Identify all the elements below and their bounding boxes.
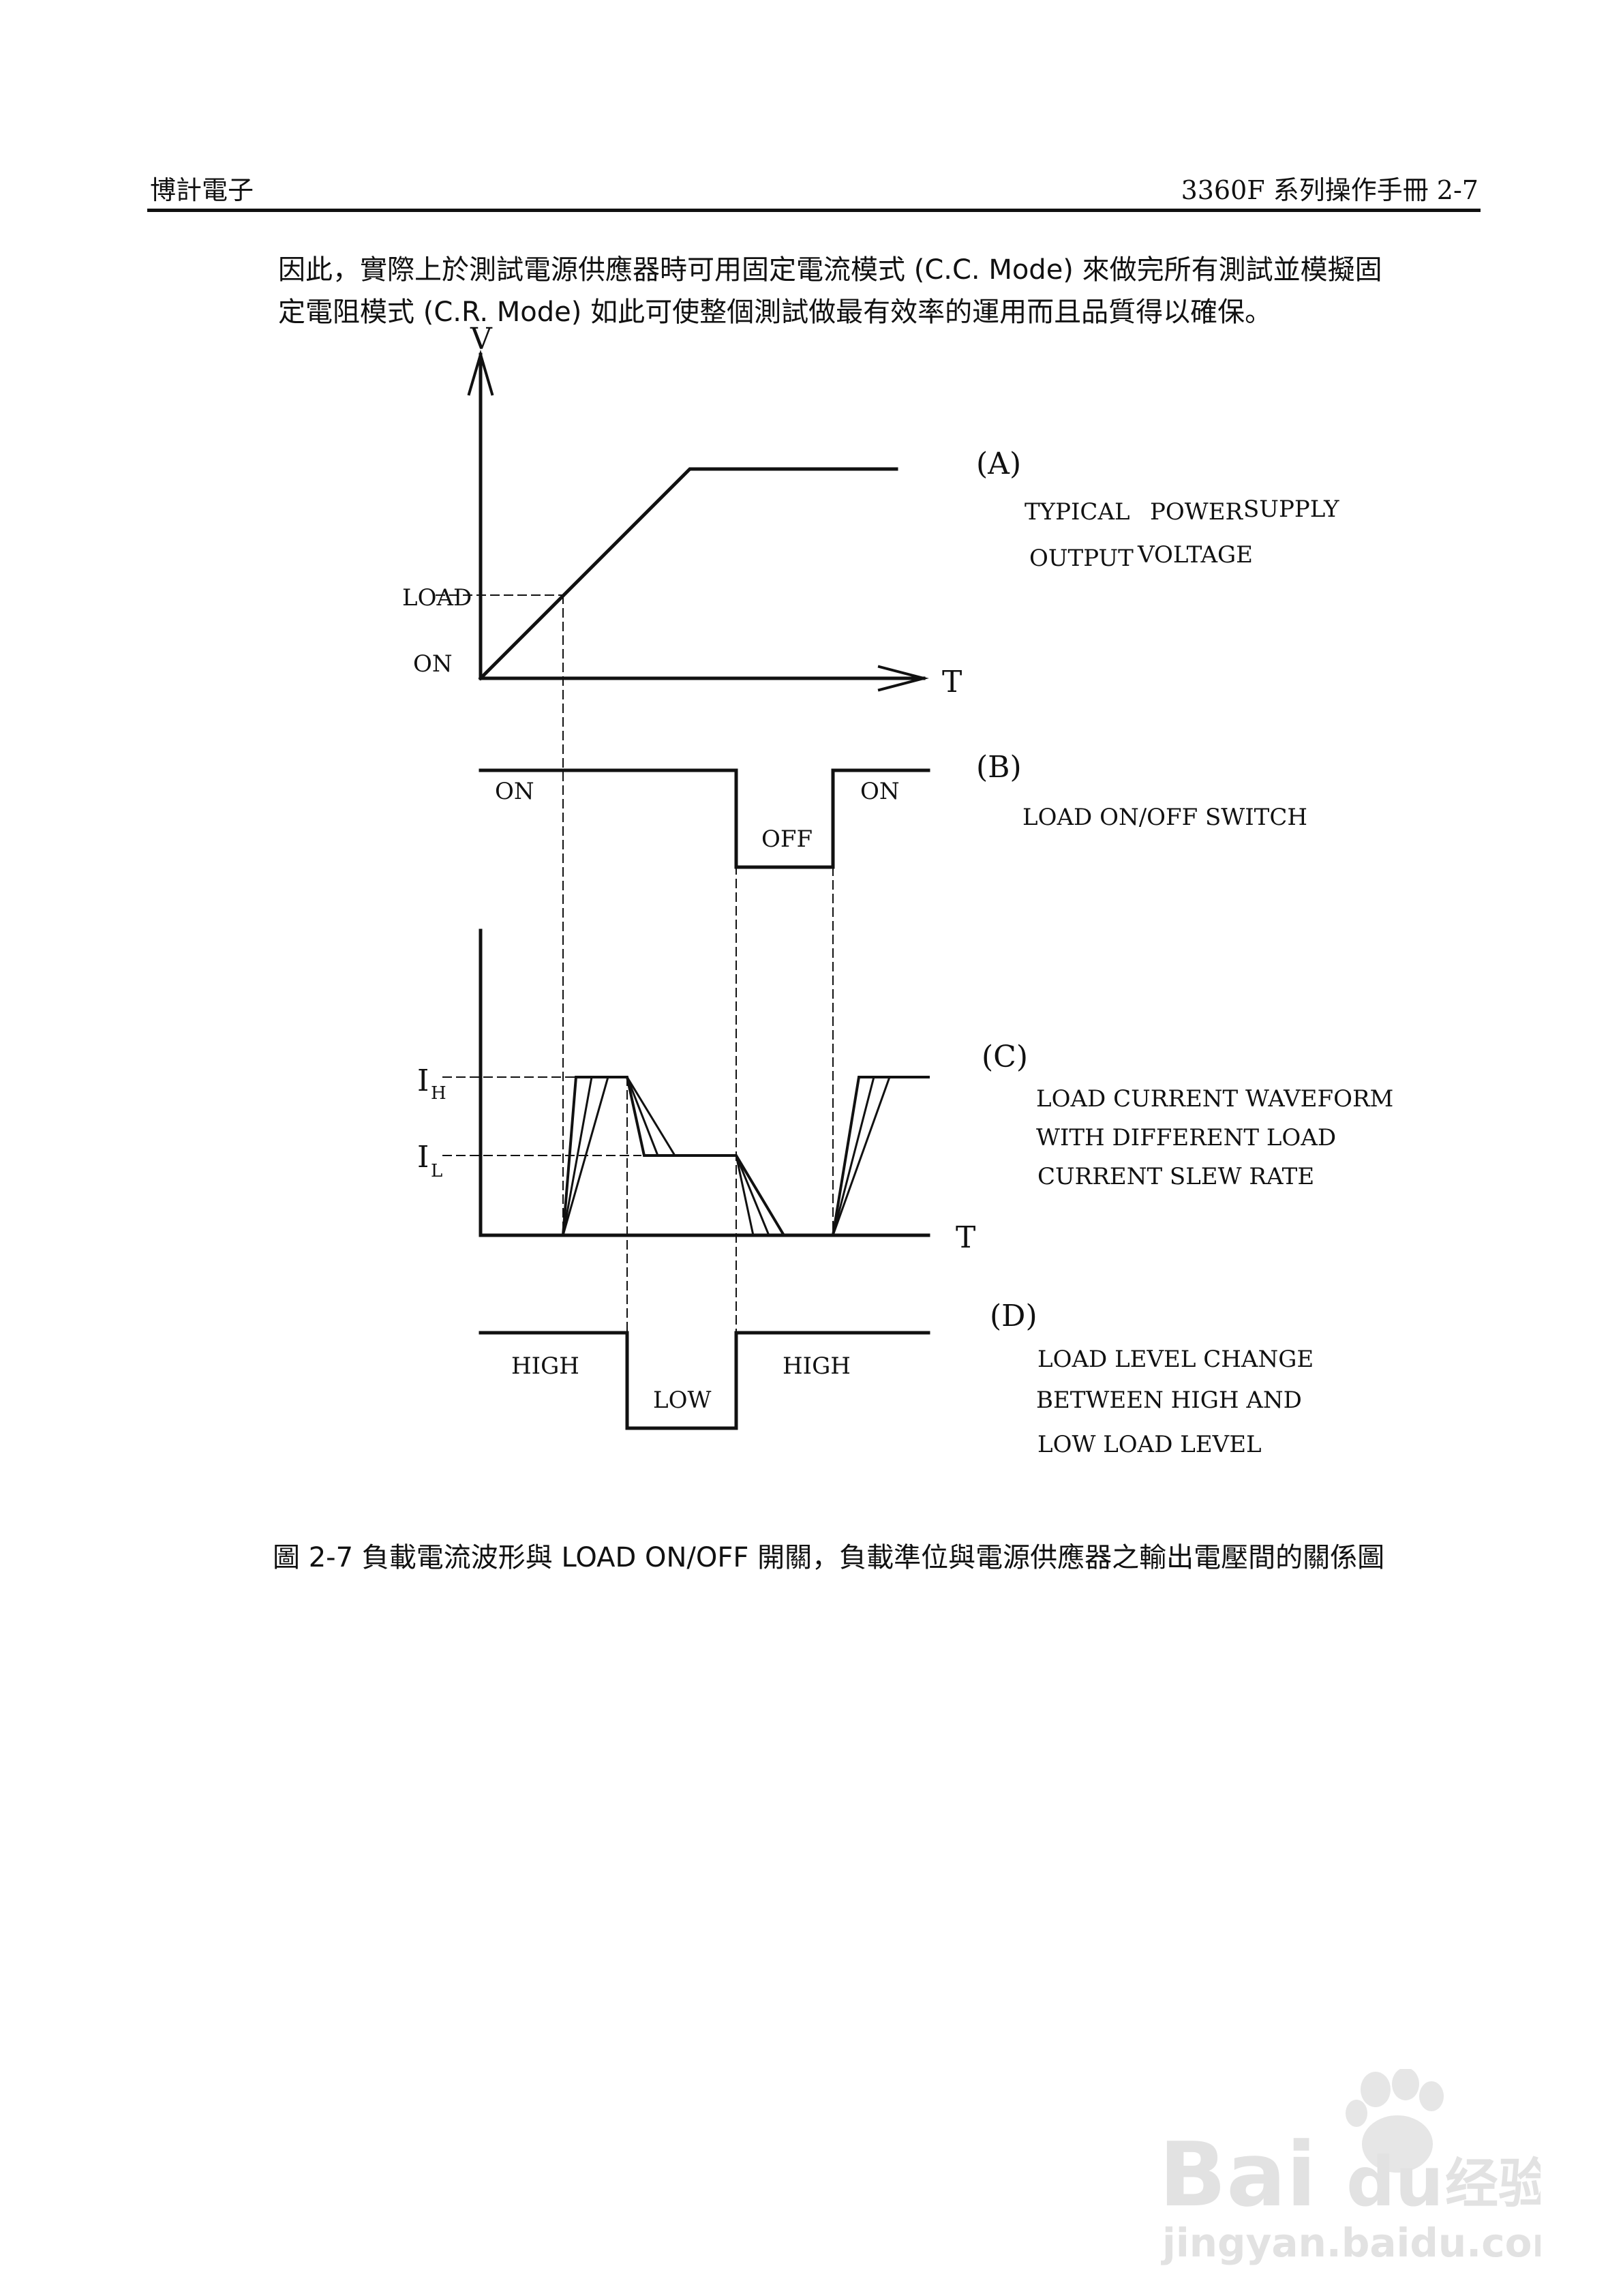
header-manual-title: 3360F 系列操作手冊 2-7 (1181, 175, 1478, 205)
panel-d-desc-2: BETWEEN HIGH AND (1036, 1387, 1302, 1414)
panel-d-low-label: LOW (653, 1387, 711, 1414)
panel-a-desc-power: POWER (1150, 498, 1244, 526)
panel-c-fall-slew-3 (625, 1075, 677, 1158)
watermark-brand: Bai (1159, 2123, 1316, 2226)
panel-b-off-label: OFF (761, 826, 813, 853)
baidu-watermark: Bai du 经验 jingyan.baidu.com (1159, 2069, 1541, 2266)
panel-a-desc-output: OUTPUT (1029, 545, 1134, 572)
panel-c-off-slew-1 (735, 1154, 755, 1237)
panel-a-tag: (A) (976, 447, 1021, 481)
watermark-url: jingyan.baidu.com (1161, 2220, 1541, 2266)
panel-a-v-label: V (470, 322, 493, 357)
intro-line-1: 因此，實際上於測試電源供應器時可用固定電流模式 (C.C. Mode) 來做完所… (278, 254, 1382, 286)
panel-c-rise-slew-3 (562, 1076, 609, 1237)
panel-b-on-right-label: ON (860, 778, 900, 805)
watermark-brand-2: du (1346, 2142, 1444, 2222)
alignment-dashes (562, 594, 834, 1333)
panel-b-desc: LOAD ON/OFF SWITCH (1022, 804, 1307, 831)
panel-c-off-slew-2 (735, 1154, 770, 1237)
header-company: 博計電子 (150, 175, 254, 205)
panel-c-current-main (561, 1076, 930, 1237)
panel-c-ih-subscript: H (431, 1083, 446, 1104)
figure-caption: 圖 2-7 負載電流波形與 LOAD ON/OFF 開關，負載準位與電源供應器之… (273, 1542, 1385, 1573)
panel-a-graph (436, 349, 929, 692)
panel-c-il-subscript: L (431, 1161, 442, 1181)
panel-d-desc-3: LOW LOAD LEVEL (1037, 1431, 1262, 1458)
panel-b-switch-waveform (479, 768, 930, 869)
intro-line-2: 定電阻模式 (C.R. Mode) 如此可使整個測試做最有效率的運用而且品質得以… (278, 297, 1273, 328)
panel-d-tag: (D) (990, 1299, 1037, 1333)
panel-c-rise-slew-2 (562, 1076, 593, 1237)
panel-d-high-right-label: HIGH (783, 1353, 851, 1380)
panel-a-voltage-curve (478, 467, 898, 681)
panel-c-graph (442, 928, 930, 1237)
intro-paragraph: 因此，實際上於測試電源供應器時可用固定電流模式 (C.C. Mode) 來做完所… (278, 249, 1491, 333)
panel-a-desc-typical: TYPICAL (1025, 498, 1130, 526)
panel-c-t-label: T (956, 1220, 975, 1255)
panel-b-on-left-label: ON (495, 778, 534, 805)
panel-a-t-arrowhead (877, 665, 929, 692)
panel-d-desc-1: LOAD LEVEL CHANGE (1037, 1346, 1314, 1373)
panel-a-desc-supply: SUPPLY (1243, 496, 1339, 523)
panel-d-level-waveform (479, 1331, 930, 1430)
panel-c-desc-1: LOAD CURRENT WAVEFORM (1036, 1085, 1393, 1113)
panel-a-on-label: ON (413, 650, 453, 678)
panel-c-desc-2: WITH DIFFERENT LOAD (1036, 1124, 1336, 1151)
panel-a-v-arrowhead (467, 349, 494, 396)
panel-c-ih-label: I (417, 1063, 429, 1098)
panel-c-il-label: I (417, 1140, 429, 1175)
panel-a-t-label: T (942, 665, 962, 699)
watermark-cn: 经验 (1445, 2154, 1541, 2215)
panel-c-on-slew-2 (832, 1076, 875, 1237)
panel-a-desc-voltage: VOLTAGE (1137, 541, 1253, 569)
panel-b-tag: (B) (976, 750, 1022, 785)
paw-icon (1346, 2069, 1444, 2173)
panel-d-high-left-label: HIGH (511, 1353, 579, 1380)
header-divider (147, 209, 1481, 212)
panel-c-on-slew-3 (832, 1076, 891, 1237)
panel-a-load-label: LOAD (402, 584, 472, 611)
panel-c-tag: (C) (982, 1040, 1028, 1074)
panel-c-fall-slew-2 (626, 1076, 659, 1157)
panel-c-desc-3: CURRENT SLEW RATE (1037, 1163, 1314, 1190)
